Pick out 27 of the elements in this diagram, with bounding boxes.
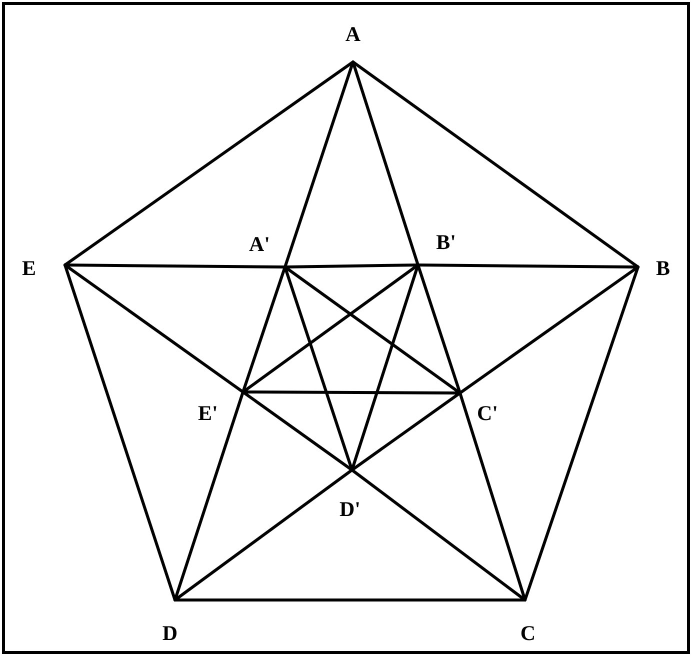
line-segment xyxy=(64,264,176,602)
vertex-label: A' xyxy=(249,234,285,267)
line-segment xyxy=(174,390,244,602)
line-segment xyxy=(284,60,354,268)
line-segment xyxy=(64,264,244,394)
line-segment xyxy=(350,468,526,602)
line-segment xyxy=(174,598,526,602)
vertex-label: B' xyxy=(418,232,456,265)
vertex-label: C' xyxy=(460,393,498,424)
line-segment xyxy=(64,60,354,266)
line-segment xyxy=(350,392,462,472)
line-segment xyxy=(284,264,420,268)
vertex-label: D' xyxy=(334,470,366,520)
line-segment xyxy=(174,468,354,602)
vertex-label: C xyxy=(512,600,544,644)
line-segment xyxy=(352,60,420,266)
line-segment xyxy=(458,266,640,394)
line-segment xyxy=(524,266,640,602)
vertex-label: D xyxy=(154,600,186,644)
vertex-label: E' xyxy=(198,392,236,424)
line-segment xyxy=(416,264,640,268)
vertex-label: A xyxy=(338,24,368,62)
vertex-label: B xyxy=(638,254,670,282)
line-segment xyxy=(352,60,640,268)
vertex-label: E xyxy=(22,254,65,282)
line-segment xyxy=(458,392,526,602)
line-segment xyxy=(64,264,286,268)
